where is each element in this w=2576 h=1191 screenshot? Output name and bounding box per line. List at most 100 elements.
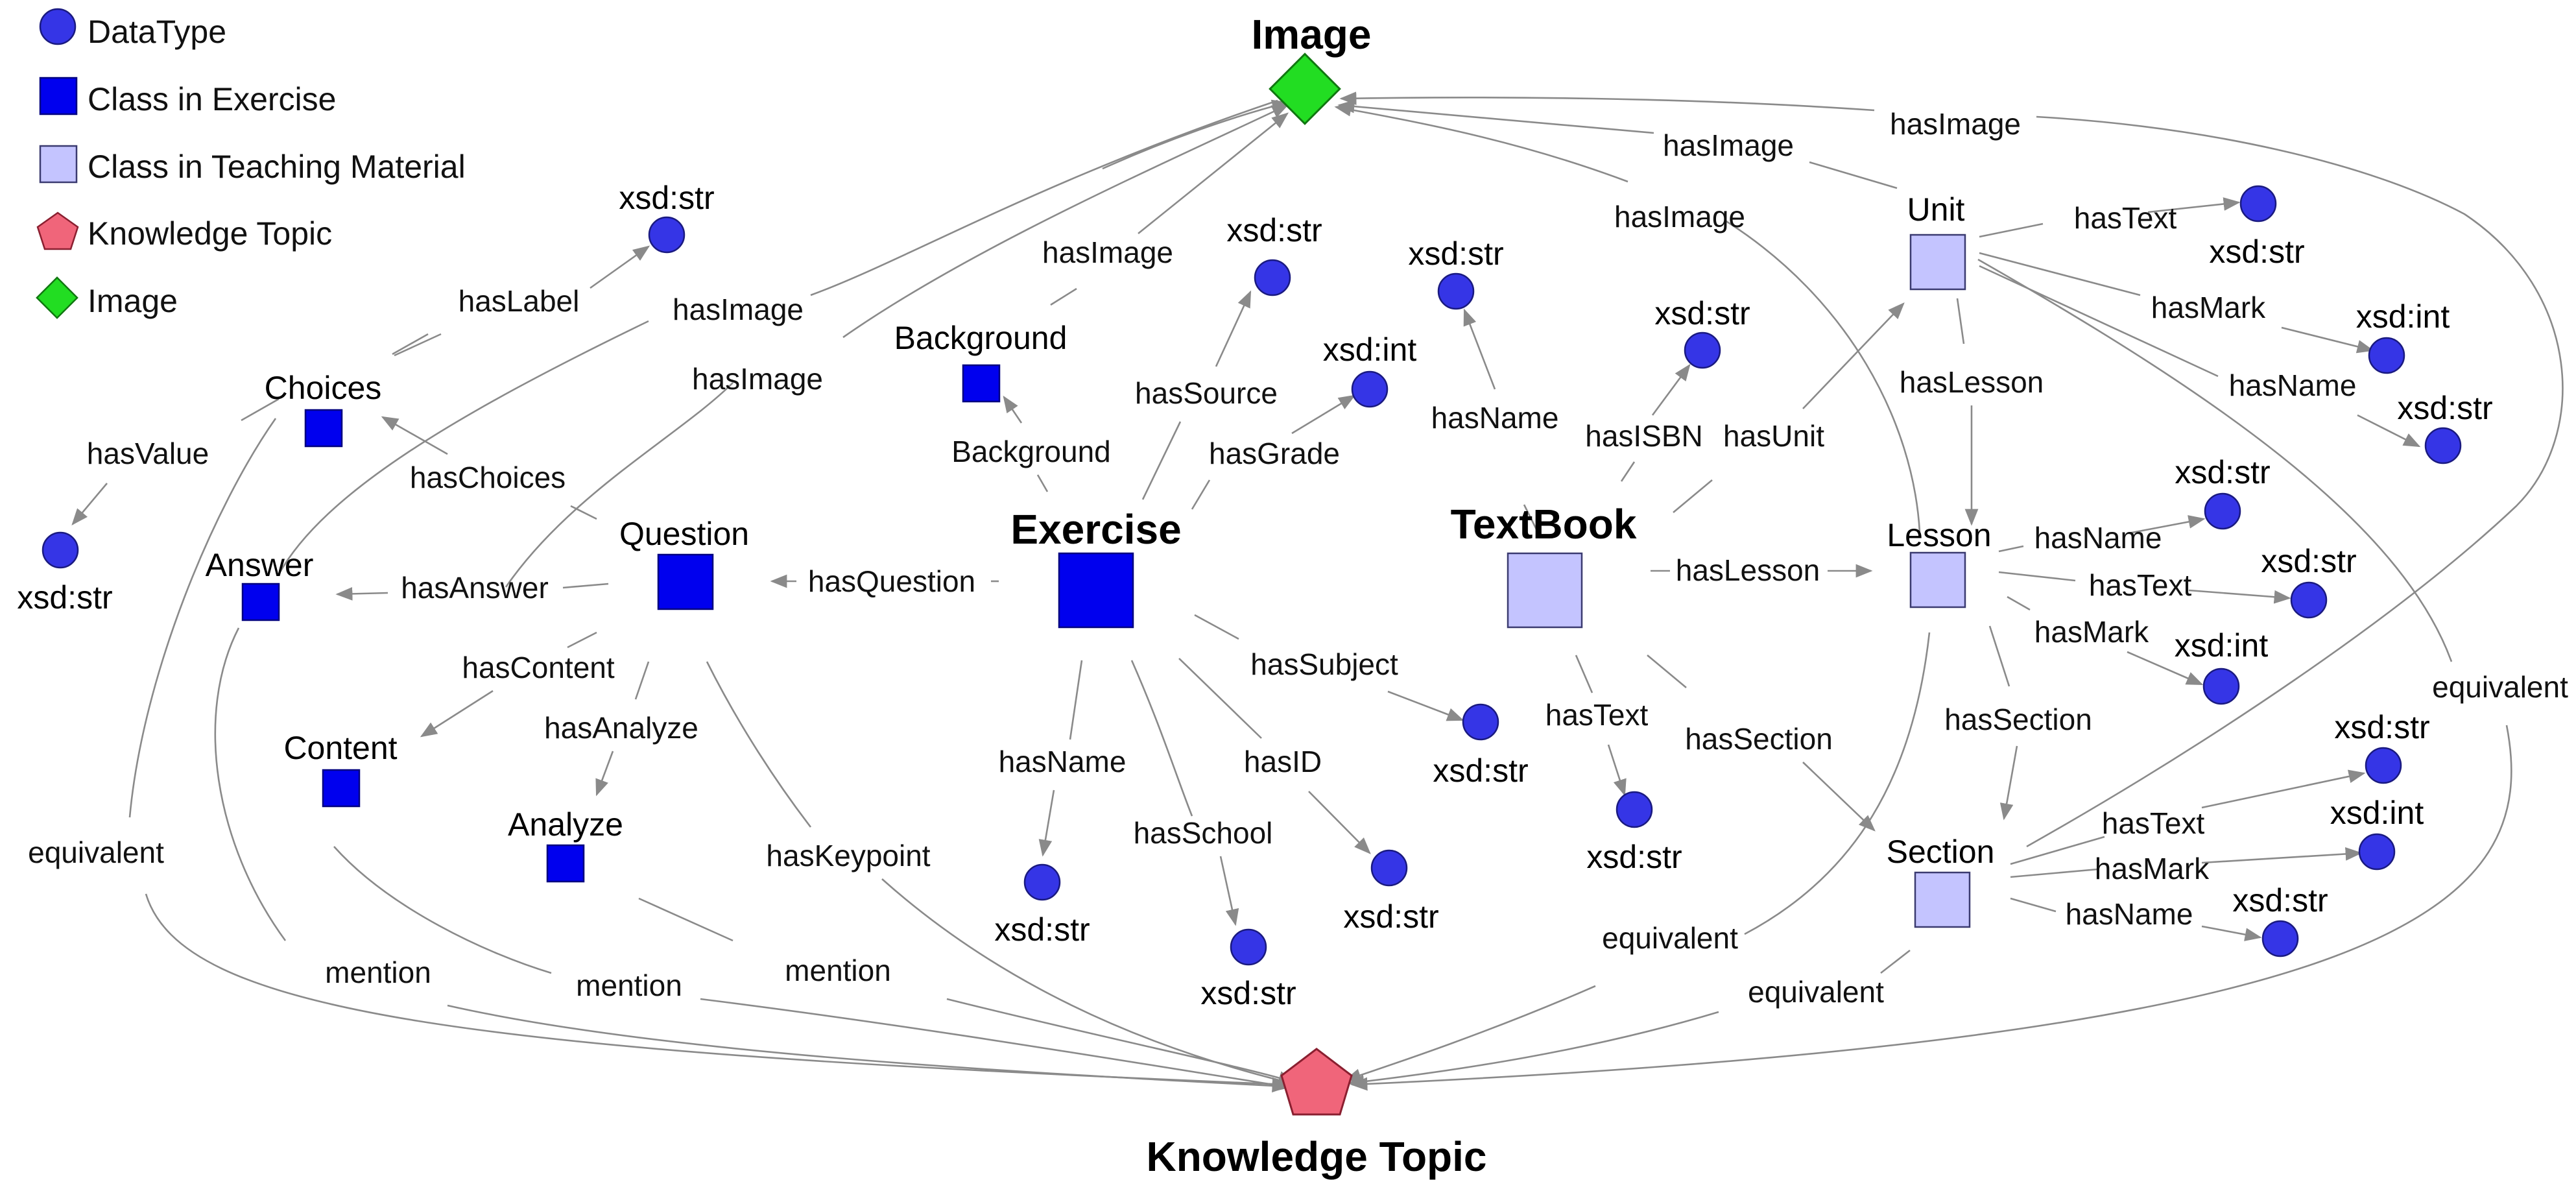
edge-label-eq-choices: equivalent [28, 836, 164, 869]
content-label: Content [283, 730, 397, 766]
datatype-node [1370, 849, 1408, 887]
textbook-node [1507, 552, 1583, 629]
edge-label-section-hastext: hasText [2102, 806, 2205, 840]
datatype-label: xsd:str [1200, 975, 1296, 1011]
edge-label-m-content: mention [576, 968, 682, 1002]
datatype-node [2424, 427, 2462, 464]
answer-node [241, 583, 280, 621]
choices-node [304, 409, 343, 448]
exercise-node [1058, 552, 1134, 629]
legend-class-exercise-label: Class in Exercise [88, 81, 336, 117]
edge-label-img-background: hasImage [1042, 235, 1173, 269]
knowledge-topic-node [1280, 1048, 1353, 1116]
background-label: Background [894, 320, 1067, 356]
edge-label-tb-hastext: hasText [1545, 698, 1649, 732]
edge-label-img-section: hasImage [1890, 107, 2021, 141]
datatype-node [1230, 928, 1267, 966]
datatype-node [1462, 703, 1499, 741]
question-node [657, 553, 714, 610]
lesson-label: Lesson [1887, 517, 1991, 553]
unit-label: Unit [1907, 191, 1965, 228]
section-label: Section [1887, 834, 1995, 870]
datatype-label: xsd:str [2175, 454, 2270, 490]
legend: DataType Class in Exercise Class in Teac… [36, 8, 466, 319]
edge-label-unit-hastext: hasText [2074, 201, 2177, 235]
datatype-node [2368, 337, 2405, 374]
edge-haslabel [394, 333, 442, 357]
datatype-label: xsd:str [2209, 234, 2304, 270]
lesson-node [1909, 551, 1966, 608]
datatype-node [2290, 581, 2328, 619]
edge-label-img-unit: hasImage [1663, 128, 1794, 162]
edge-label-lesson-hasmark: hasMark [2034, 615, 2149, 649]
datatype-node [1023, 863, 1061, 901]
legend-datatype-label: DataType [88, 14, 226, 50]
nodes: Image Knowledge Topic Exercise TextBook … [206, 11, 1995, 1180]
legend-class-teaching-label: Class in Teaching Material [88, 149, 466, 185]
edge-label-lesson-hassection: hasSection [1944, 703, 2092, 736]
edge-label-hassubject: hasSubject [1250, 647, 1398, 681]
datatype-label: xsd:str [1226, 212, 1322, 248]
datatype-node [1351, 370, 1389, 408]
datatype-node [648, 216, 686, 254]
legend-knowledge-topic-label: Knowledge Topic [88, 215, 332, 252]
datatype-node [1616, 791, 1653, 828]
analyze-label: Analyze [508, 806, 623, 843]
edge-label-section-hasname: hasName [2066, 897, 2193, 931]
datatype-node [2239, 185, 2277, 223]
edge-label-tb-hasname: hasName [1431, 401, 1559, 435]
choices-label: Choices [265, 370, 382, 406]
edge-label-hasunit: hasUnit [1723, 419, 1824, 453]
legend-class-exercise-icon [39, 77, 78, 115]
datatype-label: xsd:str [2334, 709, 2429, 745]
datatype-node [42, 531, 79, 569]
edge-labels: hasLabel hasValue hasChoices hasAnswer h… [28, 107, 2568, 1009]
edge-label-hasvalue: hasValue [87, 437, 209, 470]
edge-label-eq-lesson: equivalent [1602, 921, 1738, 955]
edge-label-m-analyze: mention [785, 954, 891, 987]
edge-label-unit-hasmark: hasMark [2151, 291, 2266, 324]
datatype-label: xsd:str [2261, 543, 2356, 579]
datatype-label: xsd:str [1343, 898, 1438, 935]
edge-label-unit-hasname: hasName [2229, 368, 2357, 402]
datatype-label: xsd:str [1654, 295, 1750, 331]
datatype-node [2202, 668, 2240, 705]
image-node [1269, 53, 1341, 125]
edge-label-img-choices: hasImage [673, 293, 804, 326]
edge-label-eq-unit: equivalent [2432, 670, 2568, 704]
datatype-node [1254, 259, 1291, 296]
datatype-label: xsd:int [1323, 331, 1417, 368]
legend-image-icon [36, 276, 78, 319]
datatype-label: xsd:str [1586, 839, 1682, 875]
edge-label-haslabel: hasLabel [459, 284, 580, 318]
edge-label-tb-haslesson: hasLesson [1676, 553, 1820, 587]
datatype-label: xsd:str [2397, 390, 2492, 426]
datatype-node [2358, 833, 2396, 871]
edge-label-background: Background [951, 435, 1111, 468]
edge-label-hasanswer: hasAnswer [401, 571, 549, 605]
edge-label-img-lesson: hasImage [1614, 200, 1745, 234]
edge-label-haskeypoint: hasKeypoint [766, 839, 930, 872]
datatype-node [1437, 272, 1475, 310]
edge-label-section-hasmark: hasMark [2095, 852, 2210, 885]
question-label: Question [619, 516, 749, 552]
datatype-node [2365, 747, 2402, 784]
answer-label: Answer [206, 547, 314, 583]
edge-label-hasid: hasID [1244, 745, 1322, 778]
datatype-label: xsd:str [1408, 235, 1503, 272]
edge-label-m-answer: mention [325, 956, 431, 989]
edge-label-img-question: hasImage [692, 362, 823, 396]
datatype-label: xsd:int [2175, 627, 2269, 664]
edge-label-hascontent: hasContent [462, 651, 614, 684]
datatype-nodes: xsd:str xsd:str xsd:str xsd:int xsd:str … [17, 180, 2492, 1011]
datatype-label: xsd:str [619, 180, 714, 216]
datatype-label: xsd:str [17, 579, 112, 616]
edge-label-hasisbn: hasISBN [1585, 419, 1703, 453]
edge-label-lesson-hastext: hasText [2089, 568, 2192, 602]
edge-label-eq-section: equivalent [1748, 975, 1884, 1009]
content-node [322, 769, 361, 808]
textbook-label: TextBook [1451, 501, 1637, 547]
datatype-node [1684, 331, 1721, 369]
exercise-label: Exercise [1010, 506, 1181, 553]
